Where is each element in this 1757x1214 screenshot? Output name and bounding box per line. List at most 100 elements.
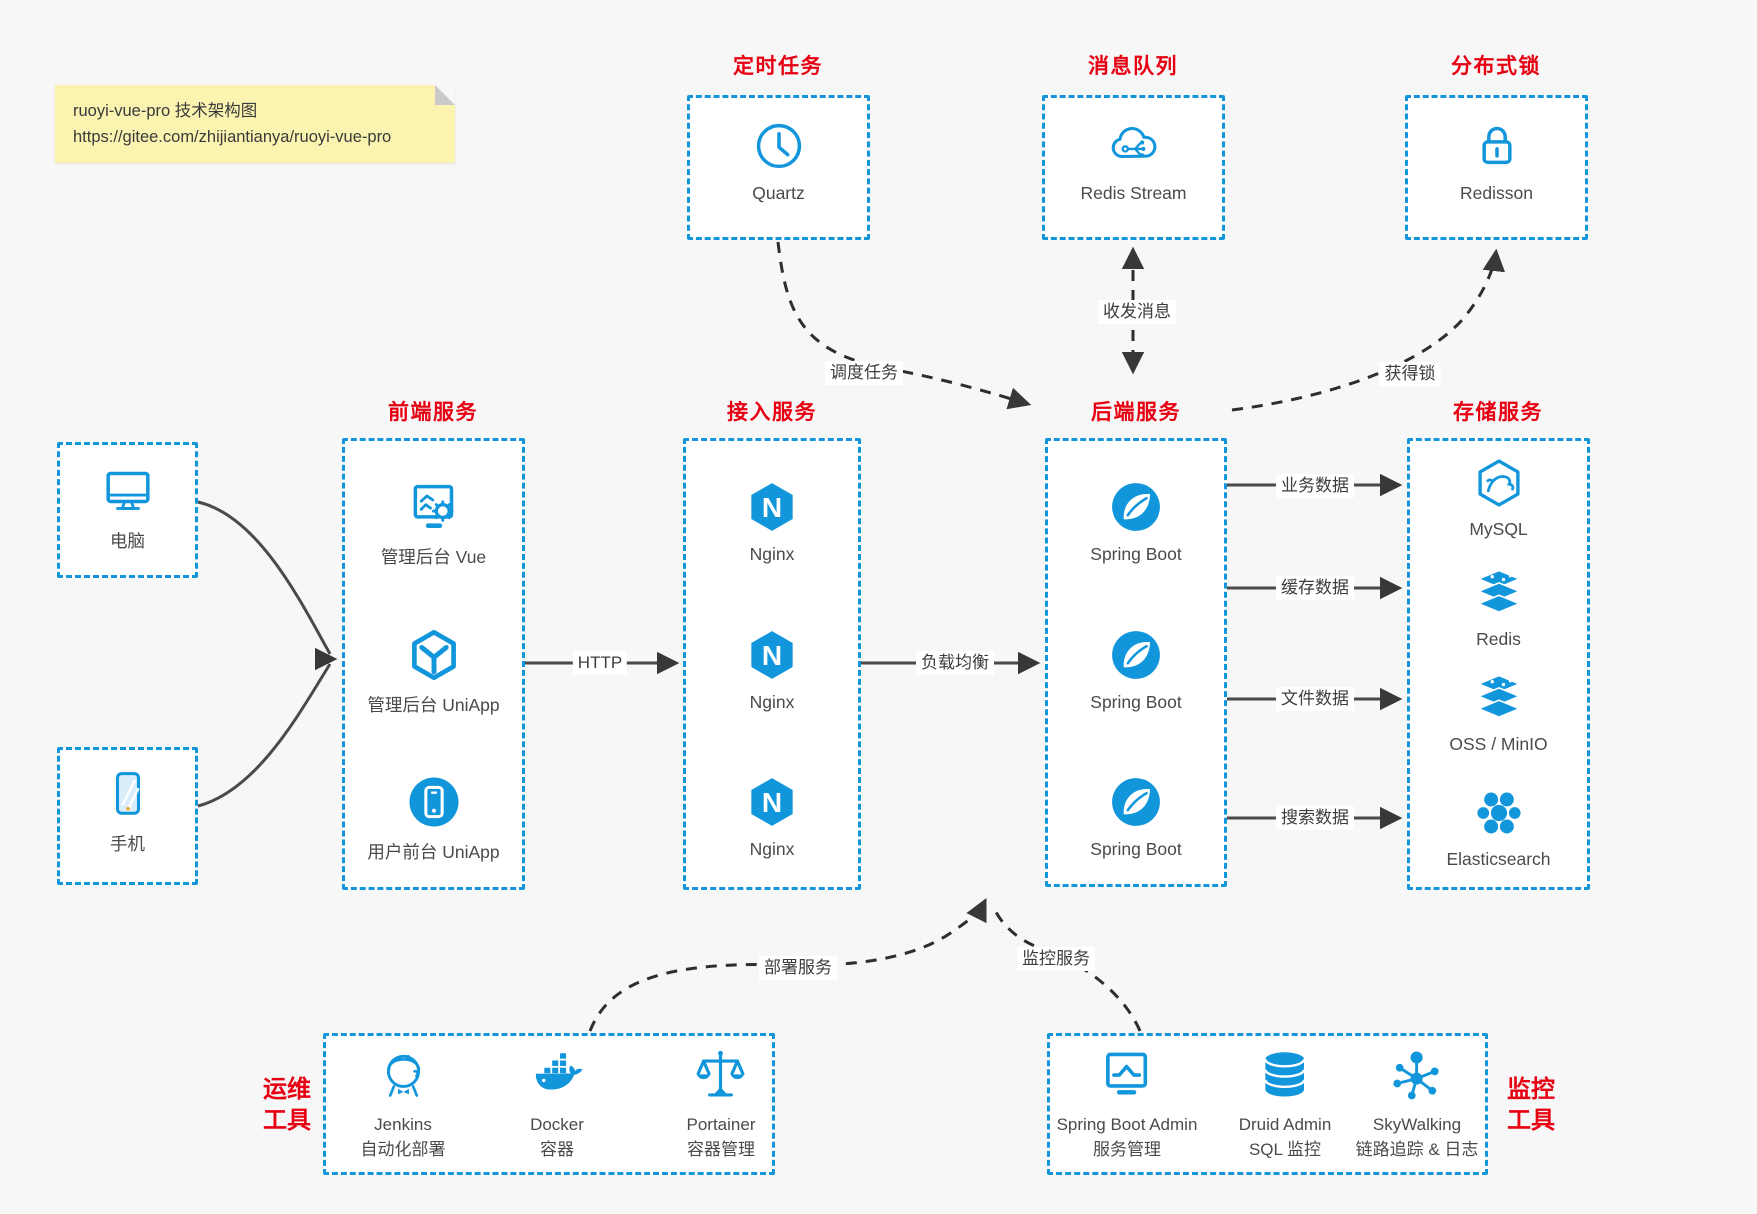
item-label: 管理后台 Vue	[380, 547, 487, 567]
item-label: Spring Boot	[1090, 692, 1182, 712]
druid-icon	[1264, 1052, 1306, 1097]
note-title: ruoyi-vue-pro 技术架构图	[73, 102, 258, 120]
desktop-icon	[105, 471, 150, 510]
item-admin-vue: 管理后台 Vue	[345, 479, 522, 569]
item-springboot-admin: Spring Boot Admin 服务管理	[1057, 1046, 1198, 1162]
item-label-line2: SQL 监控	[1248, 1140, 1322, 1159]
redis-icon	[1476, 569, 1521, 613]
svg-text:N: N	[762, 640, 782, 671]
item-label: Redis	[1476, 629, 1521, 649]
item-label: OSS / MinIO	[1449, 734, 1548, 754]
item-label: Jenkins 自动化部署	[361, 1112, 446, 1162]
docker-icon	[535, 1052, 583, 1090]
svg-text:N: N	[762, 492, 782, 523]
edge-label-business-data: 业务数据	[1276, 474, 1354, 498]
item-label-line1: Jenkins	[374, 1115, 432, 1134]
item-label-line1: Druid Admin	[1238, 1115, 1332, 1134]
edge-label-acquire-lock: 获得锁	[1379, 362, 1441, 386]
item-spring-boot-3: Spring Boot	[1048, 774, 1224, 860]
item-label-line1: Docker	[530, 1115, 584, 1134]
mysql-icon	[1477, 459, 1520, 507]
edge-acquire-lock	[1231, 248, 1506, 412]
note-link: https://gitee.com/zhijiantianya/ruoyi-vu…	[73, 128, 392, 146]
item-spring-boot-1: Spring Boot	[1048, 479, 1224, 565]
edge-label-load-balance: 负载均衡	[916, 651, 994, 675]
item-label-line2: 链路追踪 & 日志	[1355, 1140, 1479, 1159]
edge-label-monitor-service: 监控服务	[1017, 947, 1095, 971]
monitor-tools-label-line2: 工具	[1507, 1107, 1555, 1134]
item-label: Druid Admin SQL 监控	[1239, 1112, 1332, 1162]
admin-vue-icon	[413, 484, 453, 528]
item-label: Nginx	[749, 839, 795, 859]
edge-label-deploy-service: 部署服务	[759, 956, 837, 980]
uniapp-cube-icon	[411, 629, 456, 681]
item-label-line2: 容器管理	[686, 1140, 755, 1159]
ops-tools-box	[323, 1033, 775, 1175]
monitor-tools-label: 监控 工具	[1507, 1074, 1555, 1136]
edge-mobile-to-frontend	[197, 663, 332, 808]
item-desktop: 电脑	[60, 463, 195, 553]
monitor-tools-label-line1: 监控	[1507, 1076, 1555, 1103]
item-redisson: Redisson	[1408, 118, 1585, 204]
item-label: Nginx	[749, 692, 795, 712]
ops-tools-label-line2: 工具	[263, 1107, 311, 1134]
item-skywalking: SkyWalking 链路追踪 & 日志	[1356, 1046, 1479, 1162]
item-druid-admin: Druid Admin SQL 监控	[1239, 1046, 1332, 1162]
edge-label-cache-data: 缓存数据	[1276, 576, 1354, 600]
backend-services-box: Spring Boot Spring Boot Spring Boot	[1045, 438, 1227, 887]
item-label-line1: Portainer	[686, 1115, 756, 1134]
item-label: Spring Boot	[1090, 544, 1182, 564]
item-label: Spring Boot Admin 服务管理	[1057, 1112, 1198, 1162]
item-label: Docker 容器	[530, 1112, 584, 1162]
nginx-icon: N	[751, 778, 793, 826]
item-label: Nginx	[749, 544, 795, 564]
item-label: MySQL	[1469, 519, 1528, 539]
item-nginx-1: N Nginx	[686, 479, 858, 565]
item-spring-boot-2: Spring Boot	[1048, 627, 1224, 713]
edge-label-schedule-task: 调度任务	[825, 361, 903, 385]
item-label: 手机	[110, 834, 145, 854]
frontend-services-box: 管理后台 Vue 管理后台 UniApp 用户前台 UniApp	[342, 438, 525, 890]
edge-label-send-receive-message: 收发消息	[1098, 300, 1176, 324]
item-label: 电脑	[110, 531, 145, 551]
item-label-line1: SkyWalking	[1372, 1115, 1462, 1134]
title-storage-services: 存储服务	[1453, 401, 1543, 424]
skywalking-icon	[1393, 1051, 1439, 1100]
spring-boot-icon	[1112, 778, 1160, 826]
title-frontend-services: 前端服务	[388, 401, 478, 424]
nginx-icon: N	[751, 631, 793, 679]
edge-label-search-data: 搜索数据	[1276, 806, 1354, 830]
item-redis-stream: Redis Stream	[1045, 118, 1222, 204]
item-docker: Docker 容器	[528, 1046, 586, 1162]
elasticsearch-icon	[1476, 792, 1521, 834]
portainer-icon	[697, 1050, 745, 1097]
title-gateway-services: 接入服务	[727, 401, 817, 424]
item-quartz: Quartz	[690, 118, 867, 204]
title-message-queue: 消息队列	[1088, 55, 1178, 78]
item-label: Spring Boot	[1090, 839, 1182, 859]
springboot-admin-icon	[1106, 1052, 1148, 1095]
message-queue-box: Redis Stream	[1042, 95, 1225, 240]
item-label-line1: Spring Boot Admin	[1056, 1115, 1198, 1134]
item-admin-uniapp: 管理后台 UniApp	[345, 627, 522, 717]
item-label: Portainer 容器管理	[687, 1112, 756, 1162]
edge-label-file-data: 文件数据	[1276, 687, 1354, 711]
edge-desktop-to-frontend	[197, 500, 332, 655]
sticky-note: ruoyi-vue-pro 技术架构图 https://gitee.com/zh…	[55, 85, 455, 163]
item-oss-minio: OSS / MinIO	[1410, 671, 1587, 755]
mobile-icon	[115, 772, 140, 815]
item-label: 用户前台 UniApp	[367, 842, 500, 862]
storage-services-box: MySQL Redis OSS / MinIO	[1407, 438, 1590, 890]
jenkins-icon	[386, 1054, 420, 1097]
title-backend-services: 后端服务	[1091, 401, 1181, 424]
item-label: 管理后台 UniApp	[367, 695, 500, 715]
user-app-icon	[409, 777, 458, 827]
edge-schedule-task	[776, 241, 1032, 410]
cloud-mq-icon	[1111, 127, 1156, 159]
gateway-services-box: N Nginx N Nginx N Nginx	[683, 438, 861, 890]
item-portainer: Portainer 容器管理	[687, 1046, 756, 1162]
item-label: SkyWalking 链路追踪 & 日志	[1356, 1112, 1479, 1162]
spring-boot-icon	[1112, 483, 1160, 531]
item-user-uniapp: 用户前台 UniApp	[345, 774, 522, 864]
item-mysql: MySQL	[1410, 456, 1587, 540]
